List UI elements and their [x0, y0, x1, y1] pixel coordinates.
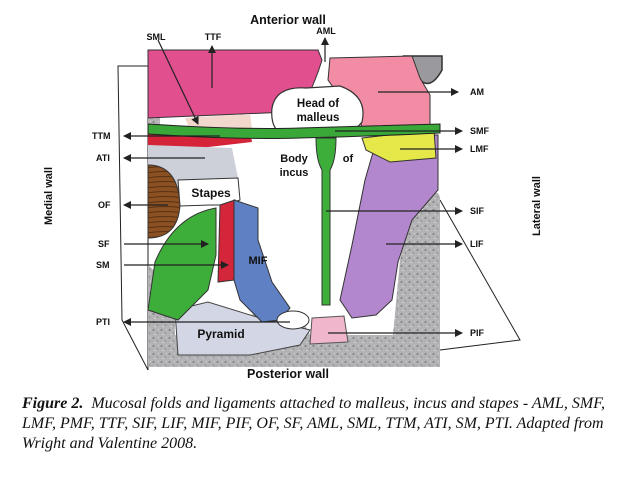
pyramid-process [276, 310, 310, 330]
outer-frame [117, 65, 521, 371]
posterior-wall-label: Posterior wall [247, 367, 329, 380]
label-smf: SMF [470, 126, 490, 136]
label-lmf: LMF [470, 144, 489, 154]
pyramid-region [174, 301, 311, 356]
label-pif: PIF [470, 328, 485, 338]
label-aml: AML [316, 26, 336, 36]
incus-cavity [248, 138, 380, 308]
pyramid-label: Pyramid [197, 327, 244, 341]
label-pti: PTI [96, 317, 110, 327]
stapes-label: Stapes [191, 186, 231, 200]
label-ttm: TTM [92, 131, 111, 141]
label-ttf: TTF [205, 32, 222, 42]
sf-green [147, 207, 217, 321]
caption-text: Mucosal folds and ligaments attached to … [22, 395, 605, 452]
anterior-wall-label: Anterior wall [250, 13, 326, 27]
label-of: OF [98, 200, 111, 210]
smf-band [147, 123, 441, 139]
body-of-incus-label-of: of [343, 153, 354, 165]
label-sf: SF [98, 239, 110, 249]
head-of-malleus-label-2: malleus [297, 112, 340, 124]
head-of-malleus-label-1: Head of [297, 98, 339, 110]
label-sif: SIF [470, 206, 485, 216]
middle-ear-diagram: Anterior wall Posterior wall Medial wall… [43, 13, 543, 380]
label-lif: LIF [470, 239, 484, 249]
abbreviation-labels: SML TTF AML AM SMF LMF TTM ATI OF SIF SF… [92, 26, 490, 338]
mif-label: MIF [249, 255, 268, 267]
pif-pink [309, 315, 349, 345]
label-sm: SM [96, 260, 110, 270]
label-am: AM [470, 87, 484, 97]
sml-patch [185, 114, 252, 130]
body-of-incus-label-2: incus [280, 167, 309, 179]
lateral-wall-label: Lateral wall [531, 176, 543, 236]
label-sml: SML [147, 32, 167, 42]
caption-figure-number: Figure 2. [22, 395, 84, 412]
sif-green [315, 137, 337, 306]
figure-caption: Figure 2. Mucosal folds and ligaments at… [22, 394, 622, 454]
medial-wall-label: Medial wall [43, 167, 55, 225]
lateral-bone [390, 192, 440, 367]
leader-lines [123, 37, 463, 337]
sm-red [217, 199, 236, 283]
label-ati: ATI [96, 153, 110, 163]
lif-purple [339, 134, 439, 319]
body-of-incus-label-1: Body [280, 153, 308, 165]
